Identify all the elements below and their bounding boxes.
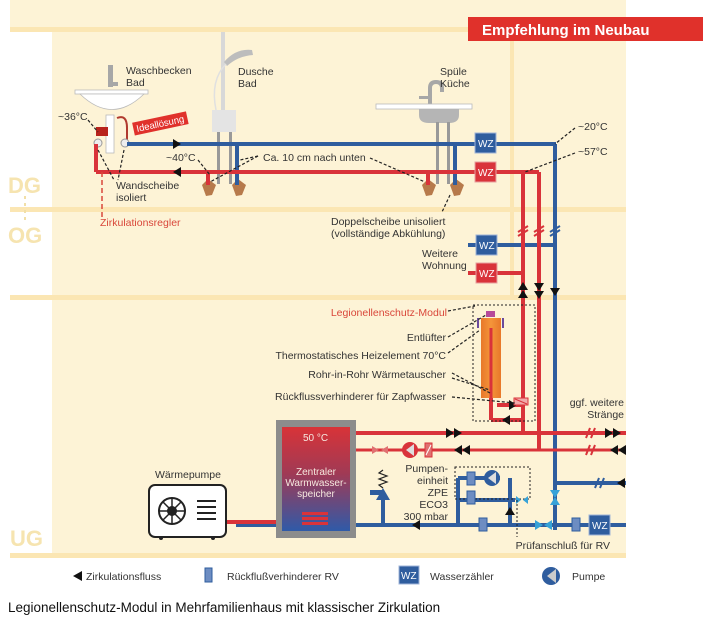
recommendation-banner: Empfehlung im Neubau [468,17,703,41]
water-meter-icon [398,565,420,585]
label-washbasin: Waschbecken [126,65,192,77]
label-shower: Dusche [238,66,274,78]
legend-item: WZ Wasserzähler [398,565,494,585]
water-meter-icon: WZ [475,234,498,256]
water-meter-icon: WZ [588,514,611,536]
label-temp-36: ~36°C [58,111,88,123]
shower-icon [202,32,253,196]
svg-text:WZ: WZ [478,168,494,179]
water-meter-icon: WZ [474,132,497,154]
label-washbasin-room: Bad [126,77,145,89]
label-temp-57: ~57°C [578,146,608,158]
floor-label-dg: DG [8,173,41,198]
tank-temperature: 50 °C [303,433,328,444]
svg-text:Zirkulationsfluss: Zirkulationsfluss [86,571,161,583]
svg-text:WZ: WZ [478,139,494,150]
shaft-wall [510,40,514,295]
legend-item: Pumpe [542,567,605,585]
svg-text:WZ: WZ [479,241,495,252]
floor-slab-top [10,27,626,32]
legend: Zirkulationsfluss Rückflußverhinderer RV… [73,565,605,585]
svg-text:WZ: WZ [401,571,417,582]
water-meter-icon: WZ [474,161,497,183]
figure-caption: Legionellenschutz-Modul in Mehrfamilienh… [8,600,441,615]
label-module: Legionellenschutz-Modul [331,307,447,319]
tank-label-2: Warmwasser- [285,478,346,489]
label-zirkulationsregler: Zirkulationsregler [100,217,181,229]
label-ggf-2: Stränge [587,409,624,421]
pipe-break-symbols [517,225,605,489]
tank-label-3: speicher [297,489,335,500]
label-weitere-1: Weitere [422,248,458,260]
floor-label-og: OG [8,223,42,248]
label-weitere-2: Wohnung [422,260,467,272]
check-valve-icon [204,567,213,583]
label-waermetauscher: Rohr-in-Rohr Wärmetauscher [308,369,446,381]
label-doppelscheibe-1: Doppelscheibe unisoliert [331,216,445,228]
label-doppelscheibe-2: (vollständige Abkühlung) [331,228,445,240]
svg-text:WZ: WZ [479,269,495,280]
circulation-pump-group [372,442,433,458]
label-heizelement: Thermostatisches Heizelement 70°C [275,350,446,362]
label-entlufter: Entlüfter [407,332,447,344]
washbasin-icon [74,65,149,154]
pump-unit [454,466,581,537]
label-temp-20: ~20°C [578,121,608,133]
floor-slab-bottom [10,553,626,558]
legend-item: Zirkulationsfluss [73,571,161,583]
legionella-module [472,304,536,422]
label-wandscheibe-2: isoliert [116,192,146,204]
circulation-arrow-icon [73,571,82,581]
label-rueckfluss: Rückflussverhinderer für Zapfwasser [275,391,446,403]
label-pump-unit-3: ZPE [428,487,448,499]
label-pump-unit-4: ECO3 [419,499,448,511]
label-ca10cm: Ca. 10 cm nach unten [263,152,366,164]
label-pruefanschluss: Prüfanschluß für RV [516,540,610,552]
floor-slab-dg-og [10,207,626,212]
tank-label-1: Zentraler [296,467,337,478]
floor-label-ug: UG [10,526,43,551]
svg-text:Rückflußverhinderer RV: Rückflußverhinderer RV [227,571,339,583]
svg-text:Pumpe: Pumpe [572,571,605,583]
hot-water-tank [276,420,356,538]
cold-water-pipes [127,142,626,530]
label-shower-room: Bad [238,78,257,90]
label-sink: Spüle [440,66,467,78]
banner-title: Empfehlung im Neubau [482,22,650,39]
legend-item: Rückflußverhinderer RV [204,567,339,583]
svg-text:WZ: WZ [592,521,608,532]
label-wandscheibe-1: Wandscheibe [116,180,179,192]
floor-slab-og-ug [10,295,626,300]
label-pump-unit-2: einheit [417,475,448,487]
heat-pump-icon [148,484,227,540]
leader-lines [87,119,576,404]
pump-icon [542,567,560,585]
label-heatpump: Wärmepumpe [155,469,221,481]
label-ggf-1: ggf. weitere [570,397,624,409]
label-sink-room: Küche [440,78,470,90]
label-pump-unit-5: 300 mbar [404,511,449,523]
safety-valve-icon [370,469,390,500]
water-meter-icon: WZ [475,262,498,284]
label-temp-40: ~40°C [166,152,196,164]
svg-text:Wasserzähler: Wasserzähler [430,571,494,583]
label-pump-unit-1: Pumpen- [405,463,448,475]
